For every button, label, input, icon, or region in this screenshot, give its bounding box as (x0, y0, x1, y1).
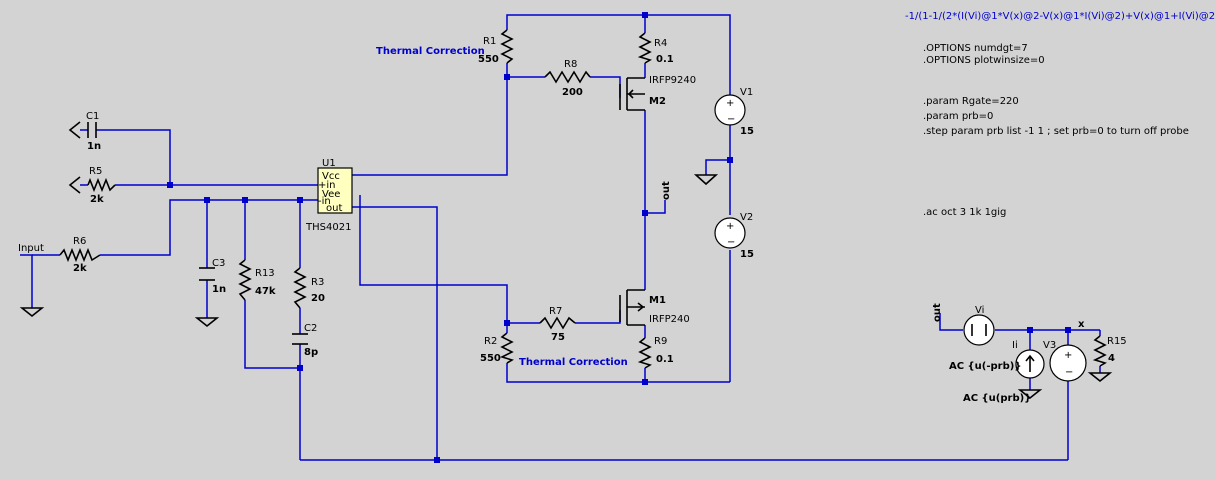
m2-ref: M2 (649, 96, 666, 107)
input-label: Input (18, 243, 44, 254)
m1-ref: M1 (649, 295, 666, 306)
thermal-correction-bottom-label: Thermal Correction (519, 357, 628, 368)
m2-model: IRFP9240 (649, 75, 696, 86)
u1-pin-vcc: Vcc (322, 171, 340, 182)
resistor-r3[interactable]: R3 20 (293, 267, 325, 309)
u1-ref: U1 (322, 158, 336, 169)
r7-value: 75 (551, 332, 565, 343)
c3-value: 1n (212, 284, 226, 295)
options-plotwinsize: .OPTIONS plotwinsize=0 (923, 55, 1045, 66)
v2-ref: V2 (740, 212, 753, 223)
c2-ref: C2 (304, 323, 317, 334)
r6-value: 2k (73, 263, 87, 274)
r5-ref: R5 (89, 166, 102, 177)
r4-ref: R4 (654, 38, 667, 49)
r1-value: 550 (478, 54, 499, 65)
u1-model: THS4021 (305, 222, 351, 233)
resistor-r5[interactable]: R5 2k (87, 166, 116, 205)
x-net-label: x (1078, 319, 1085, 330)
r8-ref: R8 (564, 59, 577, 70)
vi-ref: Vi (975, 305, 984, 316)
u1-pin-minus-in: -in (318, 196, 331, 207)
c1-value: 1n (87, 141, 101, 152)
r8-value: 200 (562, 87, 583, 98)
voltage-source-vi[interactable]: Vi (963, 305, 995, 346)
resistor-r9[interactable]: R9 0.1 (637, 336, 674, 369)
step-directive: .step param prb list -1 1 ; set prb=0 to… (923, 126, 1189, 137)
voltage-source-v1[interactable]: + − V1 15 (714, 87, 754, 137)
svg-text:+: + (1064, 350, 1072, 361)
ground-symbols (19, 121, 1113, 400)
resistor-r7[interactable]: R7 75 (539, 306, 576, 343)
u1-pin-plus-in: +in (318, 180, 336, 191)
out-net-label: out (661, 181, 672, 200)
c1-ref: C1 (86, 111, 99, 122)
v3-ref: V3 (1043, 340, 1056, 351)
current-source-ii[interactable]: Ii AC {u(-prb)} (949, 340, 1045, 379)
r13-value: 47k (255, 286, 276, 297)
v3-value: AC {u(prb)} (963, 393, 1031, 404)
r9-value: 0.1 (656, 354, 674, 365)
thermal-correction-top-label: Thermal Correction (376, 46, 485, 57)
r13-ref: R13 (255, 268, 275, 279)
ii-value: AC {u(-prb)} (949, 361, 1021, 372)
c2-value: 8p (304, 347, 318, 358)
c3-ref: C3 (212, 258, 225, 269)
r15-ref: R15 (1107, 336, 1127, 347)
measure-formula: -1/(1-1/(2*(I(Vi)@1*V(x)@2-V(x)@1*I(Vi)@… (905, 11, 1216, 22)
u1-pin-out: out (326, 203, 342, 214)
svg-text:−: − (1065, 367, 1073, 378)
v1-ref: V1 (740, 87, 753, 98)
r6-ref: R6 (73, 236, 86, 247)
r2-value: 550 (480, 353, 501, 364)
spice-directives[interactable]: -1/(1-1/(2*(I(Vi)@1*V(x)@2-V(x)@1*I(Vi)@… (905, 11, 1216, 218)
mosfet-m1[interactable]: M1 IRFP240 (619, 289, 690, 326)
resistor-r4[interactable]: R4 0.1 (637, 32, 674, 65)
options-numdgt: .OPTIONS numdgt=7 (923, 43, 1028, 54)
r5-value: 2k (90, 194, 104, 205)
r15-value: 4 (1108, 353, 1115, 364)
param-rgate: .param Rgate=220 (923, 96, 1019, 107)
out-probe-label: out (932, 303, 943, 322)
capacitor-c3[interactable]: C3 1n (199, 258, 226, 295)
resistor-r15[interactable]: R15 4 (1092, 335, 1127, 367)
svg-text:+: + (726, 98, 734, 109)
u1-pin-vee: Vee (322, 189, 340, 200)
opamp-u1[interactable]: U1 Vcc +in Vee -in out THS4021 (305, 158, 353, 233)
r3-value: 20 (311, 293, 325, 304)
v2-value: 15 (740, 249, 754, 260)
r1-ref: R1 (483, 36, 496, 47)
resistor-r1[interactable]: R1 550 (478, 29, 514, 65)
r4-value: 0.1 (656, 54, 674, 65)
voltage-source-v3[interactable]: + − V3 AC {u(prb)} (963, 340, 1087, 404)
param-prb: .param prb=0 (923, 111, 993, 122)
m1-model: IRFP240 (649, 314, 690, 325)
r9-ref: R9 (654, 336, 667, 347)
voltage-source-v2[interactable]: + − V2 15 (714, 212, 754, 260)
ii-ref: Ii (1012, 340, 1018, 351)
svg-text:−: − (727, 114, 735, 125)
svg-text:−: − (727, 237, 735, 248)
r2-ref: R2 (484, 336, 497, 347)
r7-ref: R7 (549, 306, 562, 317)
wires (20, 14, 1101, 461)
junction-dots (167, 12, 1071, 463)
ac-directive: .ac oct 3 1k 1gig (923, 207, 1006, 218)
capacitor-c1[interactable]: C1 1n (86, 111, 101, 152)
mosfet-m2[interactable]: IRFP9240 M2 (619, 75, 696, 111)
r3-ref: R3 (311, 277, 324, 288)
svg-text:+: + (726, 221, 734, 232)
resistor-r8[interactable]: R8 200 (544, 59, 591, 98)
resistor-r2[interactable]: R2 550 (480, 332, 514, 364)
resistor-r6[interactable]: R6 2k (59, 236, 101, 274)
resistor-r13[interactable]: R13 47k (238, 259, 276, 301)
capacitor-c2[interactable]: C2 8p (292, 323, 318, 358)
v1-value: 15 (740, 126, 754, 137)
